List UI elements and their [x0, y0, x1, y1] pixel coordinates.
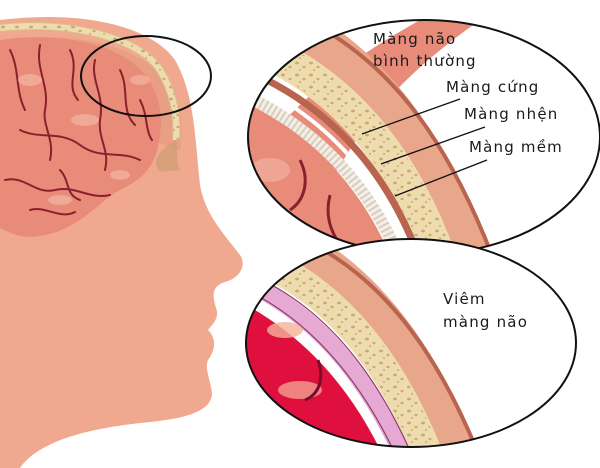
normal-meninges-title-line2: bình thường: [373, 52, 477, 70]
label-arachnoid-mater: Màng nhện: [464, 105, 559, 123]
focus-oval: [80, 35, 212, 117]
label-pia-mater: Màng mềm: [469, 138, 563, 156]
inflamed-title-line2: màng não: [443, 313, 529, 331]
inflamed-title-line1: Viêm: [443, 290, 486, 308]
label-dura-mater: Màng cứng: [446, 78, 540, 96]
brain: [0, 37, 161, 237]
normal-meninges-title-line1: Màng não: [373, 30, 457, 48]
inflamed-meninges-callout: [245, 238, 577, 448]
